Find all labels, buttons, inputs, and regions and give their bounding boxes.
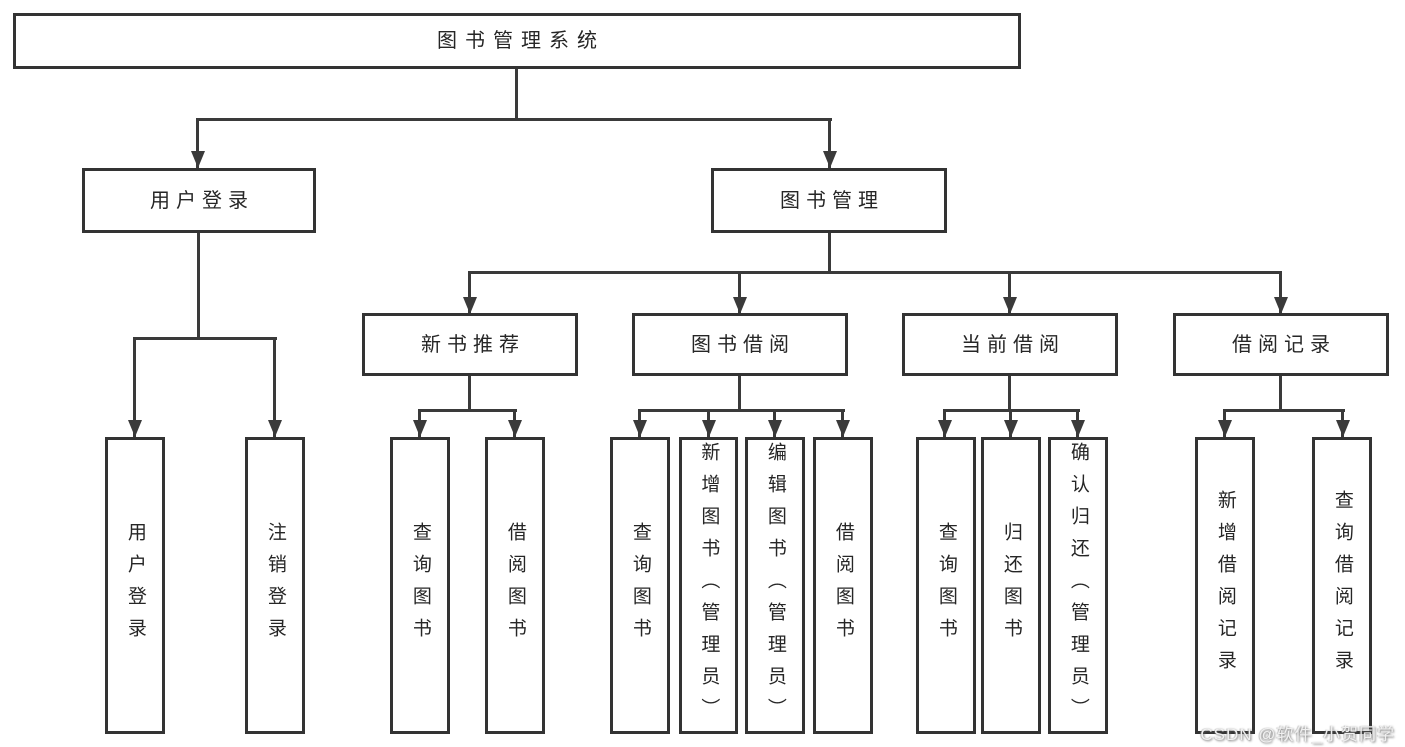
node-label: 借阅记录 — [1232, 333, 1336, 356]
node-br-add-record: 新增借阅记录 — [1195, 437, 1255, 734]
node-label: 新书推荐 — [421, 333, 525, 356]
node-label: 图书借阅 — [691, 333, 795, 356]
csdn-watermark: CSDN @软件_小贺同学 — [1200, 725, 1395, 744]
node-user-login: 用户登录 — [82, 168, 316, 233]
connector-line — [1223, 409, 1345, 412]
node-borrowing-records: 借阅记录 — [1173, 313, 1389, 376]
arrow-down-icon — [268, 420, 282, 437]
node-label: 查询图书 — [409, 521, 431, 650]
node-new-book-recommend: 新书推荐 — [362, 313, 578, 376]
arrow-down-icon — [1274, 297, 1288, 314]
node-label: 归还图书 — [1000, 521, 1022, 650]
arrow-down-icon — [702, 420, 716, 437]
node-label: 用户登录 — [150, 189, 254, 212]
node-current-borrowing: 当前借阅 — [902, 313, 1118, 376]
connector-line — [638, 409, 845, 412]
node-bb-add-books-admin: 新增图书（管理员） — [679, 437, 738, 734]
arrow-down-icon — [733, 297, 747, 314]
connector-line — [1008, 271, 1011, 314]
arrow-down-icon — [633, 420, 647, 437]
node-nb-query-books: 查询图书 — [390, 437, 450, 734]
arrow-down-icon — [768, 420, 782, 437]
connector-line — [468, 376, 471, 409]
arrow-down-icon — [938, 420, 952, 437]
connector-line — [133, 337, 136, 437]
arrow-down-icon — [128, 420, 142, 437]
arrow-down-icon — [1071, 420, 1085, 437]
node-label: 用户登录 — [124, 521, 146, 650]
node-label: 当前借阅 — [961, 333, 1065, 356]
node-cb-return-books: 归还图书 — [981, 437, 1041, 734]
connector-line — [828, 118, 831, 168]
node-label: 借阅图书 — [504, 521, 526, 650]
arrow-down-icon — [191, 151, 205, 168]
node-book-borrowing: 图书借阅 — [632, 313, 848, 376]
connector-line — [468, 271, 471, 314]
connector-line — [196, 118, 199, 168]
node-label: 借阅图书 — [832, 521, 854, 650]
connector-line — [418, 409, 517, 412]
node-label: 编辑图书（管理员） — [764, 441, 786, 730]
arrow-down-icon — [413, 420, 427, 437]
node-cb-query-books: 查询图书 — [916, 437, 976, 734]
connector-line — [273, 337, 276, 437]
node-label: 注销登录 — [264, 521, 286, 650]
connector-line — [515, 69, 518, 118]
connector-line — [1008, 376, 1011, 409]
connector-line — [196, 118, 832, 121]
arrow-down-icon — [1336, 420, 1350, 437]
arrow-down-icon — [508, 420, 522, 437]
arrow-down-icon — [463, 297, 477, 314]
node-bb-query-books: 查询图书 — [610, 437, 670, 734]
connector-line — [197, 233, 200, 337]
connector-line — [738, 376, 741, 409]
connector-line — [1279, 271, 1282, 314]
node-cb-confirm-return-admin: 确认归还（管理员） — [1048, 437, 1108, 734]
connector-line — [738, 271, 741, 314]
arrow-down-icon — [1218, 420, 1232, 437]
node-logout: 注销登录 — [245, 437, 305, 734]
node-label: 新增借阅记录 — [1214, 489, 1236, 682]
node-label: 查询借阅记录 — [1331, 489, 1353, 682]
connector-line — [1279, 376, 1282, 409]
node-label: 新增图书（管理员） — [698, 441, 720, 730]
node-nb-borrow-books: 借阅图书 — [485, 437, 545, 734]
node-label: 查询图书 — [629, 521, 651, 650]
connector-line — [133, 337, 277, 340]
connector-line — [828, 233, 831, 271]
node-label: 确认归还（管理员） — [1067, 441, 1089, 730]
arrow-down-icon — [1004, 420, 1018, 437]
node-bb-borrow-books: 借阅图书 — [813, 437, 873, 734]
node-br-query-record: 查询借阅记录 — [1312, 437, 1372, 734]
node-label: 图书管理系统 — [437, 30, 605, 52]
node-bb-edit-books-admin: 编辑图书（管理员） — [745, 437, 805, 734]
node-library-system: 图书管理系统 — [13, 13, 1021, 69]
arrow-down-icon — [1003, 297, 1017, 314]
arrow-down-icon — [836, 420, 850, 437]
node-label: 查询图书 — [935, 521, 957, 650]
node-user-login-action: 用户登录 — [105, 437, 165, 734]
node-label: 图书管理 — [780, 189, 884, 212]
connector-line — [468, 271, 1282, 274]
node-book-management: 图书管理 — [711, 168, 947, 233]
arrow-down-icon — [823, 151, 837, 168]
